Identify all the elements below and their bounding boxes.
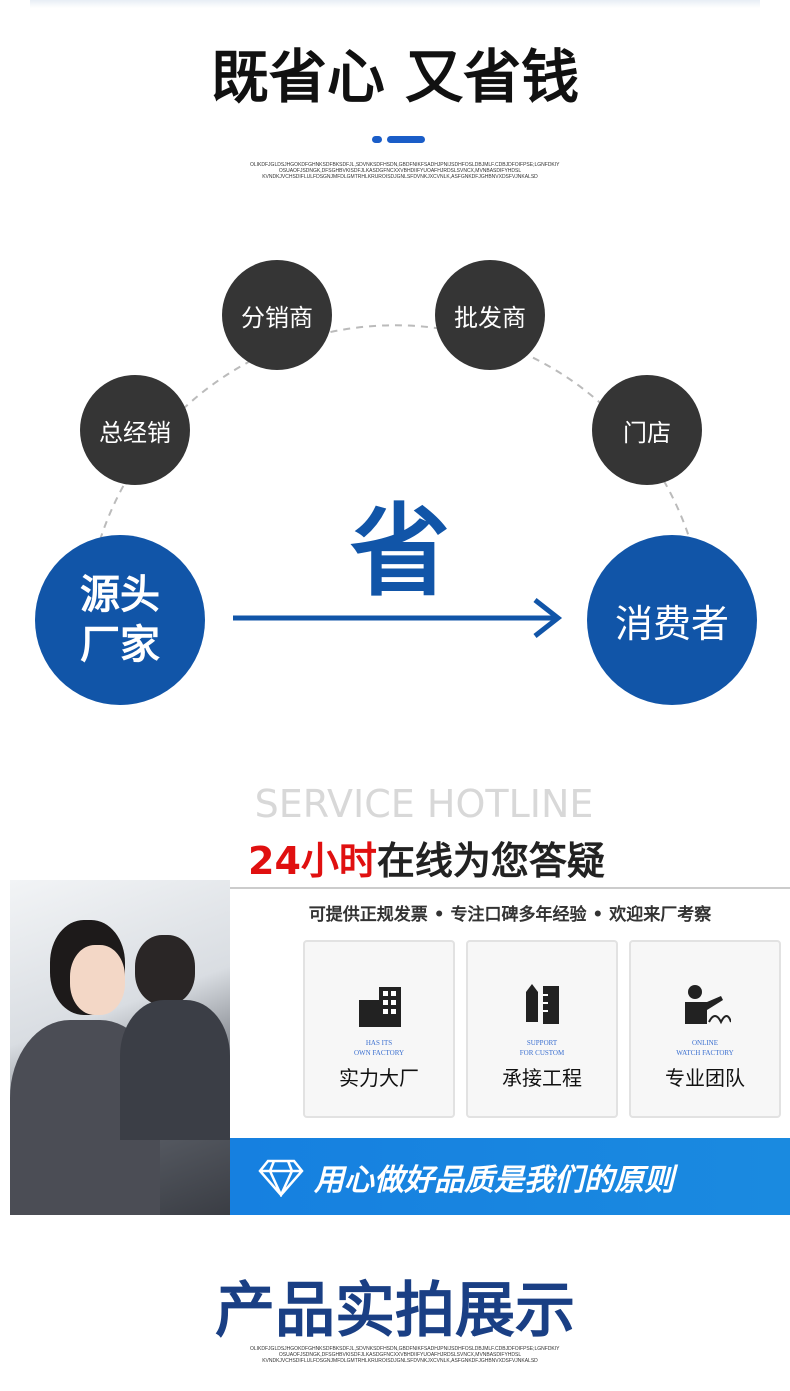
card-factory: HAS ITS OWN FACTORY 实力大厂: [303, 940, 455, 1118]
card-zh: 专业团队: [665, 1066, 745, 1090]
hotline-rest: 在线为您答疑: [376, 839, 605, 883]
divider: [230, 887, 790, 889]
banner-text: 用心做好品质是我们的原则: [314, 1162, 674, 1198]
service-subtitle: 可提供正规发票 • 专注口碑多年经验 • 欢迎来厂考察: [308, 905, 712, 925]
dot-decoration: [372, 136, 382, 143]
factory-icon: [359, 987, 401, 1027]
customer-service-photo: [10, 880, 230, 1215]
source-line-1: 源头: [80, 572, 160, 618]
hotline-red: 24小时: [248, 839, 377, 883]
worker-icon: [685, 985, 731, 1025]
node-distributor: 分销商: [222, 260, 332, 370]
diamond-icon: [258, 1159, 304, 1197]
card-zh: 实力大厂: [339, 1066, 419, 1090]
hotline-heading: 24小时在线为您答疑: [248, 830, 605, 885]
card-en: HAS ITS OWN FACTORY: [353, 1039, 405, 1057]
node-general-distributor: 总经销: [80, 375, 190, 485]
node-wholesaler: 批发商: [435, 260, 545, 370]
hotline-en: SERVICE HOTLINE: [254, 782, 594, 826]
page-title: 既省心 又省钱: [210, 43, 580, 111]
filler-text: OLIKDFJGLDSJHGOKDFGHNKSDFBKSDFJL,SDVNKSD…: [250, 162, 560, 180]
top-strip: [30, 0, 760, 8]
node-source-factory: 源头厂家: [35, 535, 205, 705]
node-consumer: 消费者: [587, 535, 757, 705]
save-char: 省: [350, 493, 450, 610]
card-en: SUPPORT FOR CUSTOM: [519, 1039, 565, 1057]
card-en: ONLINE WATCH FACTORY: [676, 1039, 734, 1057]
arrow-head: [533, 598, 563, 638]
node-store: 门店: [592, 375, 702, 485]
quality-banner: 用心做好品质是我们的原则: [230, 1138, 790, 1215]
products-title: 产品实拍展示: [215, 1276, 575, 1346]
card-team: ONLINE WATCH FACTORY 专业团队: [629, 940, 781, 1118]
bar-decoration: [387, 136, 425, 143]
source-line-2: 厂家: [80, 622, 160, 668]
card-zh: 承接工程: [502, 1066, 582, 1090]
card-custom: SUPPORT FOR CUSTOM 承接工程: [466, 940, 618, 1118]
pencil-ruler-icon: [526, 984, 559, 1024]
filler-text: OLIKDFJGLDSJHGOKDFGHNKSDFBKSDFJL,SDVNKSD…: [250, 1346, 560, 1364]
